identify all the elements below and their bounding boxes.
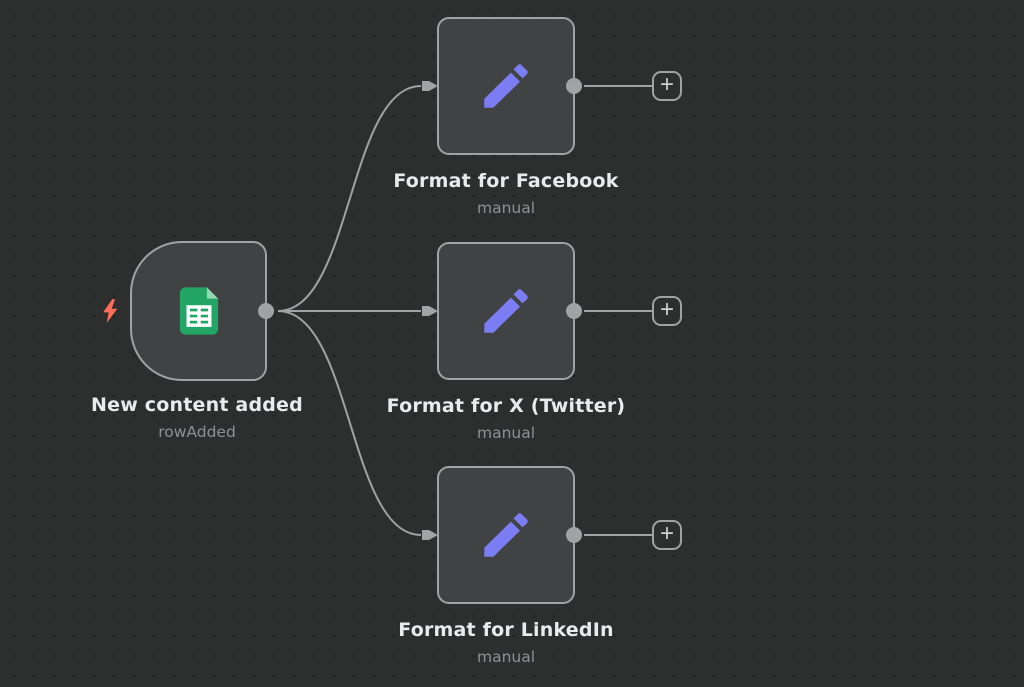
node-label-trigger: New content added rowAdded bbox=[47, 394, 347, 441]
connection-trigger-to-linkedin[interactable] bbox=[277, 310, 422, 536]
node-name: Format for X (Twitter) bbox=[386, 395, 626, 417]
add-node-button[interactable]: + bbox=[652, 520, 682, 550]
add-node-button[interactable]: + bbox=[652, 71, 682, 101]
pencil-icon bbox=[477, 506, 535, 564]
output-port[interactable] bbox=[566, 78, 582, 94]
node-format-for-facebook[interactable] bbox=[422, 17, 582, 155]
add-node-button[interactable]: + bbox=[652, 296, 682, 326]
lightning-trigger-icon bbox=[98, 298, 122, 324]
node-subtitle: rowAdded bbox=[158, 423, 236, 441]
node-label-facebook: Format for Facebook manual bbox=[356, 170, 656, 217]
node-name: Format for Facebook bbox=[393, 170, 619, 192]
plus-icon: + bbox=[659, 71, 674, 98]
node-label-linkedin: Format for LinkedIn manual bbox=[356, 619, 656, 666]
node-format-for-x-twitter[interactable] bbox=[422, 242, 582, 380]
google-sheets-icon bbox=[172, 284, 226, 338]
node-label-twitter: Format for X (Twitter) manual bbox=[356, 395, 656, 442]
node-new-content-added[interactable] bbox=[103, 241, 274, 381]
node-subtitle: manual bbox=[476, 199, 536, 217]
connection-trigger-to-facebook[interactable] bbox=[277, 85, 422, 312]
input-port-icon[interactable] bbox=[422, 78, 440, 94]
node-name: Format for LinkedIn bbox=[398, 619, 614, 641]
input-port-icon[interactable] bbox=[422, 303, 440, 319]
output-port[interactable] bbox=[566, 303, 582, 319]
plus-icon: + bbox=[659, 520, 674, 547]
output-port[interactable] bbox=[566, 527, 582, 543]
node-subtitle: manual bbox=[476, 424, 536, 442]
output-port-trigger[interactable] bbox=[258, 303, 274, 319]
plus-icon: + bbox=[659, 296, 674, 323]
input-port-icon[interactable] bbox=[422, 527, 440, 543]
pencil-icon bbox=[477, 282, 535, 340]
node-format-for-linkedin[interactable] bbox=[422, 466, 582, 604]
node-subtitle: manual bbox=[476, 648, 536, 666]
node-name: New content added bbox=[91, 394, 303, 416]
pencil-icon bbox=[477, 57, 535, 115]
